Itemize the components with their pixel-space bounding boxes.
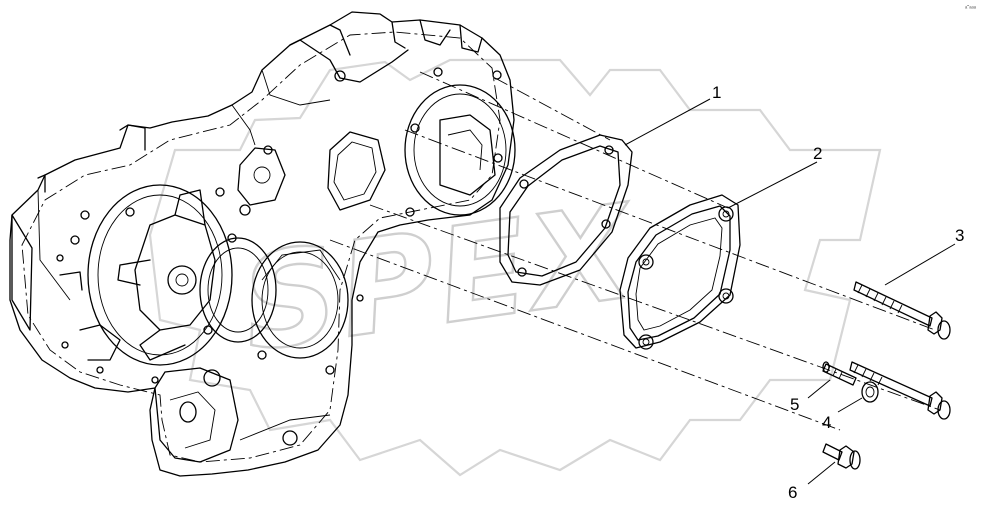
housing-bolt-holes <box>56 67 503 384</box>
short-bolt-part-6 <box>822 443 861 470</box>
stud-part-5 <box>822 361 857 386</box>
callout-3: 3 <box>955 226 964 245</box>
gasket-part-1 <box>499 134 633 286</box>
corner-mark: ᵃ˘ᵃᵃᵃ <box>965 5 977 12</box>
callout-leaders <box>624 98 956 485</box>
long-bolt-part-3 <box>853 281 951 340</box>
assembly-center-lines <box>329 71 941 431</box>
callout-2: 2 <box>813 144 822 163</box>
callout-labels: 1 2 3 4 5 6 <box>712 83 964 502</box>
gear-housing <box>9 11 516 477</box>
cover-plate-part-2 <box>619 194 741 350</box>
long-bolt-part-4 <box>849 361 951 420</box>
callout-6: 6 <box>788 483 797 502</box>
callout-5: 5 <box>790 395 799 414</box>
callout-4: 4 <box>822 413 831 432</box>
callout-1: 1 <box>712 83 721 102</box>
